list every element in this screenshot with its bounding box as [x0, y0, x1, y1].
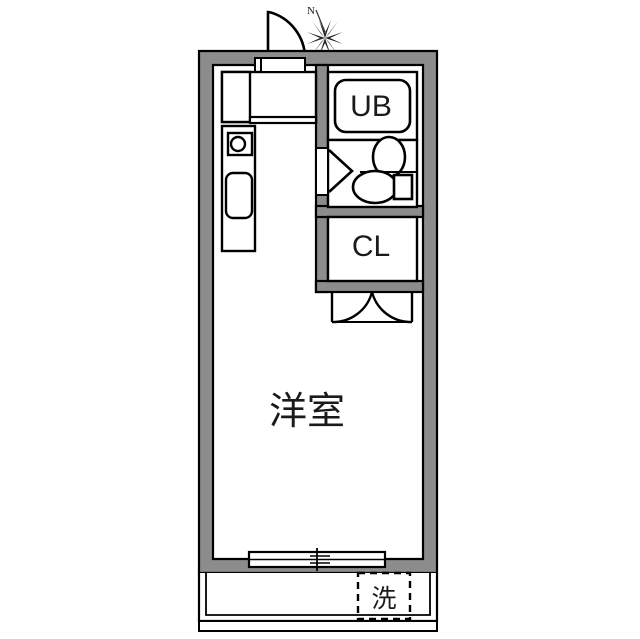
kitchen-counter	[220, 124, 257, 253]
washing-machine-space: 洗	[356, 571, 412, 621]
unit-bath-label: UB	[350, 90, 392, 123]
entrance-hall	[220, 57, 318, 125]
toilet-folding-door-icon	[315, 147, 354, 196]
compass-north-icon: N	[307, 5, 343, 56]
partition-wall-closet-bottom	[314, 279, 425, 294]
sliding-window-icon	[247, 548, 387, 571]
kitchen-sink-icon	[224, 171, 254, 220]
closet-room: CL	[326, 215, 419, 324]
genkan-step	[248, 115, 318, 125]
closet-double-door-icon	[330, 291, 414, 324]
toilet-room	[315, 135, 419, 209]
entrance-door-panel	[260, 57, 306, 73]
closet-floor	[326, 215, 419, 283]
balcony-railing	[198, 620, 438, 632]
toilet-icon	[351, 169, 414, 205]
closet-label: CL	[352, 230, 390, 263]
washing-machine-label: 洗	[371, 584, 396, 613]
stove-icon	[226, 131, 254, 157]
shoe-box	[220, 70, 252, 124]
unit-bath-icon	[333, 78, 412, 134]
balcony-area: 洗	[197, 571, 439, 632]
unit-bath-room: UB	[326, 70, 419, 142]
compass-label: N	[307, 5, 315, 17]
main-room-area: 洋室	[269, 389, 345, 433]
main-room-label: 洋室	[269, 389, 345, 433]
